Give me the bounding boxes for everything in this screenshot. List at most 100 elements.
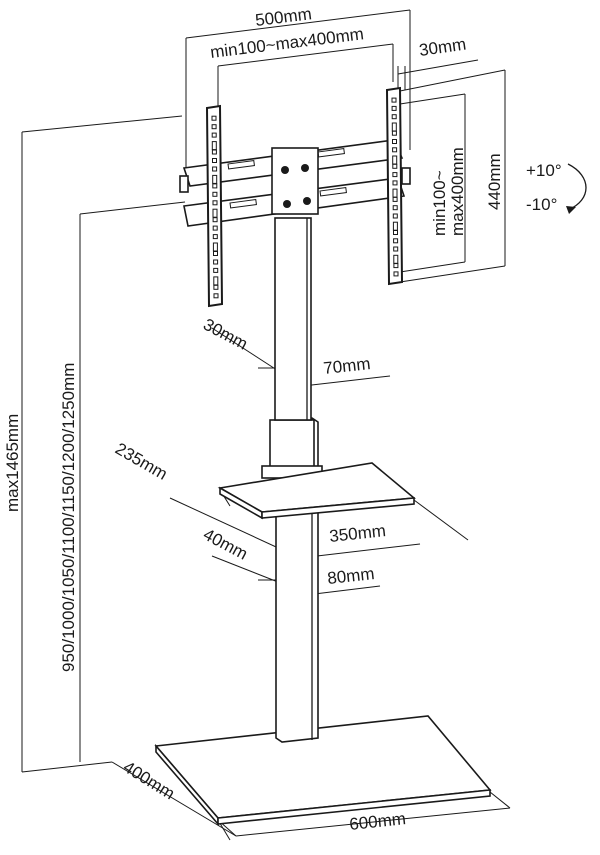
- arm-hole: [392, 155, 398, 165]
- right-arm: [385, 86, 404, 286]
- arm-hole: [391, 122, 397, 132]
- arm-hole: [393, 246, 399, 252]
- rail-slot: [319, 186, 347, 197]
- glass-shelf: [217, 462, 416, 520]
- max-height-ext-top: [21, 115, 183, 133]
- arm-hole: [213, 293, 219, 299]
- arm-hole: [212, 225, 218, 231]
- arm-holes: [211, 97, 399, 299]
- arm-hole: [212, 174, 218, 184]
- arm-hole: [392, 213, 398, 219]
- arm-hole: [393, 271, 399, 277]
- height-440-ext-bottom: [399, 265, 506, 283]
- left-arm: [205, 104, 224, 308]
- rail-slot: [227, 159, 255, 170]
- arm-hole: [392, 188, 398, 198]
- arm-hole: [213, 259, 219, 265]
- tilt-arc: [567, 163, 587, 211]
- mount-bolt: [283, 200, 291, 208]
- arm-hole: [391, 130, 397, 136]
- col-70-dim: [302, 375, 391, 387]
- height-440-ext-top: [399, 69, 506, 92]
- vesa-width-line: [217, 43, 394, 67]
- arm-hole: [392, 147, 398, 153]
- label-tilt-down: -10°: [526, 195, 557, 214]
- label-bracket-height: 440mm: [485, 153, 504, 210]
- tilt-knob-right: [401, 167, 411, 185]
- center-mount-plate: [271, 147, 319, 215]
- arm-hole: [213, 276, 219, 286]
- mount-bolt: [303, 197, 311, 205]
- mount-bolt: [301, 164, 309, 172]
- arm-hole: [393, 230, 398, 235]
- label-shelf-depth: 235mm: [112, 439, 171, 484]
- arm-hole: [211, 115, 217, 121]
- label-column-width-lower: 80mm: [326, 564, 375, 588]
- base-depth-line: [111, 761, 237, 837]
- arm-hole: [212, 200, 218, 206]
- arm-hole: [392, 205, 398, 211]
- base-side-edge: [217, 789, 491, 825]
- arm-hole: [391, 114, 397, 120]
- label-max-height: max1465mm: [3, 414, 22, 512]
- shelf-350-dim: [299, 543, 421, 559]
- width-500-line: [185, 9, 411, 39]
- arm-hole: [211, 132, 217, 138]
- col-40-leader: [211, 555, 279, 583]
- label-shelf-width: 350mm: [328, 521, 386, 546]
- arm-hole: [211, 149, 217, 155]
- arm-hole: [212, 158, 217, 163]
- base-width-line: [235, 807, 511, 837]
- upper-column: [274, 217, 312, 421]
- max-height-ext-bottom: [21, 761, 113, 773]
- tilt-arrowhead: [566, 206, 576, 214]
- arm-hole: [392, 139, 397, 144]
- arm-hole: [392, 163, 398, 169]
- label-height-options: 950/1000/1050/1100/1150/1200/1250mm: [59, 363, 78, 672]
- arm-hole: [213, 251, 218, 256]
- arm-hole: [212, 217, 218, 223]
- label-base-width: 600mm: [348, 809, 406, 834]
- arm-hole: [212, 183, 218, 189]
- arm-hole: [213, 284, 219, 290]
- label-vesa-width: min100~max400mm: [209, 24, 365, 62]
- mount-bolt: [281, 166, 289, 174]
- arm-hole: [391, 97, 397, 103]
- arm-hole: [212, 234, 218, 240]
- arm-hole: [391, 105, 397, 111]
- label-column-depth-lower: 40mm: [200, 525, 251, 564]
- tilt-knob-left: [179, 175, 189, 193]
- arm-hole: [393, 263, 399, 269]
- arm-hole: [212, 242, 218, 252]
- tilt-indicator: [566, 163, 587, 214]
- arm-hole: [213, 267, 219, 273]
- arm-hole: [392, 172, 398, 178]
- base-top-face: [154, 715, 492, 819]
- arm-hole: [393, 254, 399, 264]
- arm-hole: [393, 238, 399, 244]
- arm-hole: [392, 221, 398, 231]
- label-column-depth-upper: 30mm: [200, 315, 251, 354]
- vesa-height-ext-top: [399, 93, 466, 105]
- tv-bracket: [179, 86, 411, 308]
- base-width-ext-right: [489, 791, 511, 809]
- shelf-side-edge: [261, 497, 415, 519]
- depth-30-line: [397, 59, 479, 75]
- base-plate: [154, 715, 492, 827]
- adj-height-ext-top: [79, 201, 186, 215]
- label-column-width-upper: 70mm: [322, 354, 371, 378]
- arm-hole: [392, 196, 398, 202]
- arm-hole: [211, 124, 217, 130]
- vesa-height-ext-bottom: [399, 261, 466, 273]
- arm-hole: [212, 208, 218, 218]
- col-30-leader: [211, 327, 281, 373]
- dimension-lines: [21, 9, 511, 841]
- arm-hole: [392, 180, 398, 186]
- arm-hole: [211, 141, 217, 151]
- label-vesa-height-1: min100~: [430, 170, 449, 236]
- rail-slot: [229, 198, 257, 209]
- arm-hole: [212, 166, 218, 172]
- arm-hole: [212, 191, 218, 197]
